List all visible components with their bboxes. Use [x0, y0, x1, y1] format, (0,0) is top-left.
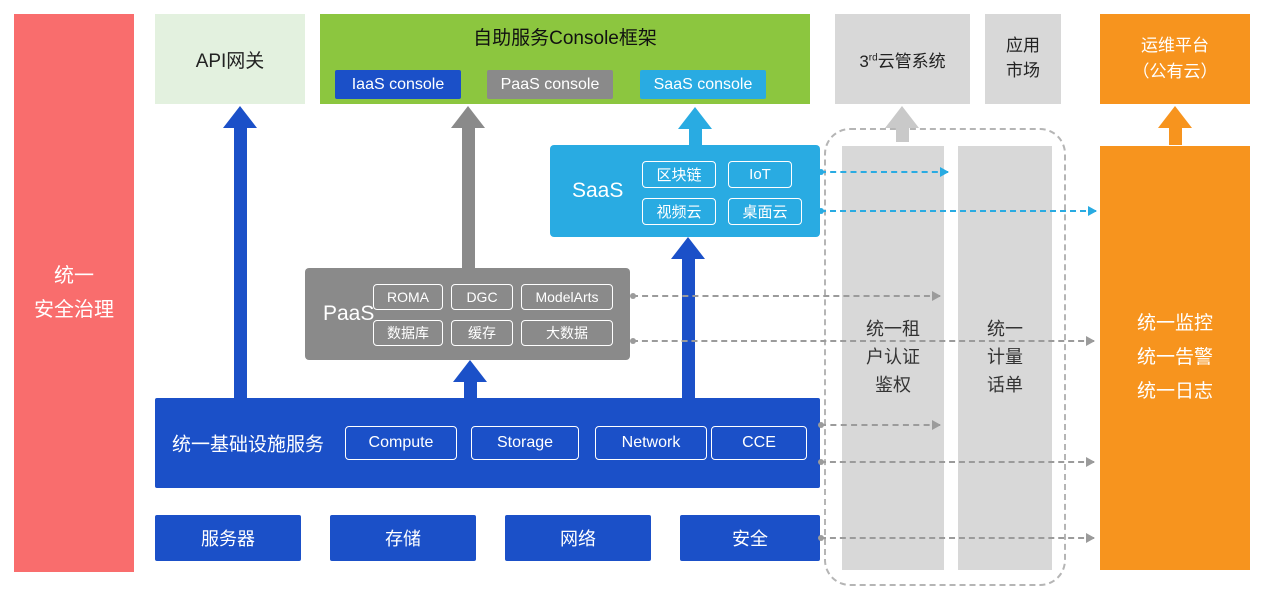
billing-bar: 统一 计量 话单	[958, 146, 1052, 570]
billing-bar-label: 统一 计量 话单	[987, 319, 1023, 395]
arrow-infra-to-paas	[453, 360, 487, 398]
api-gateway-box: API网关	[155, 14, 305, 104]
arrow-monitor-to-ops-platform	[1158, 106, 1192, 145]
paas-item-bigdata: 大数据	[521, 320, 613, 346]
connector-saas-to-auth	[818, 167, 949, 177]
security-governance-bar: 统一 安全治理	[14, 14, 134, 572]
app-market-label: 应用 市场	[1006, 36, 1040, 80]
connector-paas-to-monitor	[630, 336, 1095, 346]
saas-box: SaaS 区块链 IoT 视频云 桌面云	[550, 145, 820, 237]
iaas-console-chip: IaaS console	[335, 70, 461, 99]
monitoring-bar: 统一监控 统一告警 统一日志	[1100, 146, 1250, 570]
arrow-paas-to-console-frame	[451, 106, 485, 268]
auth-bar-label: 统一租 户认证 鉴权	[866, 319, 920, 395]
ops-platform-label: 运维平台 （公有云）	[1132, 35, 1218, 81]
paas-item-database: 数据库	[373, 320, 443, 346]
hardware-server-box: 服务器	[155, 515, 301, 561]
paas-item-cache: 缓存	[451, 320, 513, 346]
third-party-suffix: 云管系统	[877, 51, 946, 71]
hardware-network-box: 网络	[505, 515, 651, 561]
connector-infra-to-auth	[818, 420, 941, 430]
arrow-group-to-third-party	[885, 106, 919, 142]
tenant-services-dashed-group	[824, 128, 1066, 586]
paas-item-roma: ROMA	[373, 284, 443, 310]
paas-item-dgc: DGC	[451, 284, 513, 310]
paas-box: PaaS ROMA DGC ModelArts 数据库 缓存 大数据	[305, 268, 630, 360]
paas-item-modelarts: ModelArts	[521, 284, 613, 310]
saas-item-iot: IoT	[728, 161, 792, 188]
third-party-sup: rd	[868, 51, 878, 63]
console-frame-title: 自助服务Console框架	[473, 28, 657, 49]
third-party-cloud-label: 3rd云管系统	[859, 47, 945, 72]
arrow-infra-to-saas	[671, 237, 705, 398]
app-market-box: 应用 市场	[985, 14, 1061, 104]
saas-label: SaaS	[572, 179, 624, 202]
infra-item-cce: CCE	[711, 426, 807, 460]
saas-console-chip: SaaS console	[640, 70, 766, 99]
paas-console-chip: PaaS console	[487, 70, 613, 99]
auth-bar: 统一租 户认证 鉴权	[842, 146, 944, 570]
infrastructure-label: 统一基础设施服务	[172, 434, 325, 456]
third-party-prefix: 3	[859, 51, 869, 71]
third-party-cloud-box: 3rd云管系统	[835, 14, 970, 104]
infrastructure-box: 统一基础设施服务 Compute Storage Network CCE	[155, 398, 820, 488]
connector-saas-to-monitor	[818, 206, 1097, 216]
saas-item-blockchain: 区块链	[642, 161, 716, 188]
infra-item-compute: Compute	[345, 426, 457, 460]
api-gateway-label: API网关	[195, 50, 265, 72]
monitoring-bar-label: 统一监控 统一告警 统一日志	[1136, 312, 1213, 403]
connector-paas-to-auth	[630, 291, 941, 301]
console-frame-box: 自助服务Console框架 IaaS console PaaS console …	[320, 14, 810, 104]
arrow-infra-to-api-gateway	[223, 106, 257, 398]
saas-item-desktop-cloud: 桌面云	[728, 198, 802, 225]
paas-label: PaaS	[323, 302, 375, 325]
connector-hardware-to-monitor	[818, 533, 1095, 543]
infra-item-storage: Storage	[471, 426, 579, 460]
saas-item-video-cloud: 视频云	[642, 198, 716, 225]
ops-platform-box: 运维平台 （公有云）	[1100, 14, 1250, 104]
connector-infra-to-monitor	[818, 457, 1095, 467]
arrow-saas-to-saas-console	[678, 107, 712, 145]
security-governance-label: 统一 安全治理	[34, 265, 114, 321]
infra-item-network: Network	[595, 426, 707, 460]
hardware-security-box: 安全	[680, 515, 820, 561]
hardware-storage-box: 存储	[330, 515, 476, 561]
